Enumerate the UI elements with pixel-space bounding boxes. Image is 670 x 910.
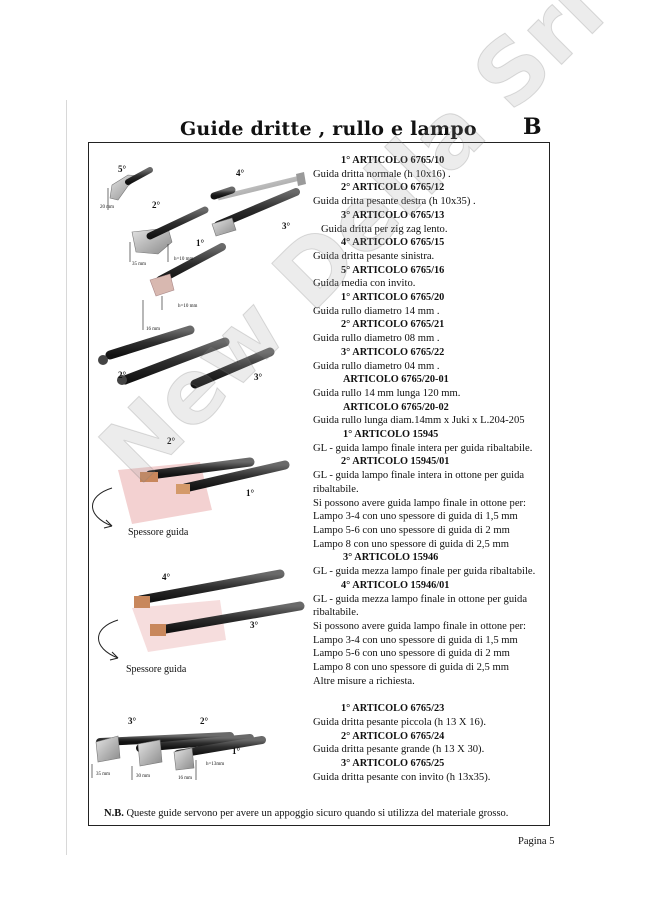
content-frame bbox=[88, 142, 550, 826]
page-margin-rule bbox=[66, 100, 67, 855]
article-description: Altre misure a richiesta. bbox=[313, 675, 415, 687]
article-heading: 5° ARTICOLO 6765/16 bbox=[341, 264, 445, 276]
article-heading: ARTICOLO 6765/20-02 bbox=[343, 401, 449, 413]
fig5-dim-16mm: 16 mm bbox=[178, 776, 193, 781]
fig4-label-3: 3° bbox=[250, 620, 259, 630]
article-heading: 2° ARTICOLO 6765/24 bbox=[341, 730, 445, 742]
fig1-dim-h10b: h=10 mm bbox=[178, 304, 198, 309]
fig4-caption: Spessore guida bbox=[126, 664, 187, 675]
article-description: Guida dritta pesante destra (h 10x35) . bbox=[313, 196, 476, 208]
fig3-label-1: 1° bbox=[246, 488, 255, 498]
article-description: Guida dritta pesante grande (h 13 X 30). bbox=[313, 744, 485, 756]
section-letter: B bbox=[523, 114, 542, 140]
article-heading: 4° ARTICOLO 15946/01 bbox=[341, 579, 450, 591]
fig1-dim-20mm: 20 mm bbox=[100, 205, 115, 210]
fig3-caption: Spessore guida bbox=[128, 527, 189, 538]
fig1-label-3: 3° bbox=[282, 221, 291, 231]
guide-4-illustration bbox=[210, 172, 306, 201]
article-heading: ARTICOLO 6765/20-01 bbox=[343, 374, 449, 386]
guide-1-illustration bbox=[142, 243, 226, 330]
page-title: Guide dritte , rullo e lampo bbox=[180, 118, 477, 140]
fig1-label-5: 5° bbox=[118, 164, 127, 174]
footnote: N.B. Queste guide servono per avere un a… bbox=[104, 808, 508, 819]
article-heading: 1° ARTICOLO 6765/20 bbox=[341, 292, 445, 304]
guide-2-illustration bbox=[129, 206, 209, 262]
roller-guide-2-illustration bbox=[117, 337, 230, 385]
roller-guide-1-illustration bbox=[98, 325, 195, 365]
article-heading: 3° ARTICOLO 6765/13 bbox=[341, 209, 445, 221]
article-description: Si possono avere guida lampo finale in o… bbox=[313, 497, 527, 509]
article-description: GL - guida lampo finale intera in ottone… bbox=[313, 470, 525, 482]
article-heading: 2° ARTICOLO 6765/12 bbox=[341, 182, 445, 194]
article-description: Guida rullo 14 mm lunga 120 mm. bbox=[313, 387, 461, 399]
article-description: Lampo 5-6 con uno spessore di guida di 2… bbox=[313, 648, 510, 660]
fig3-label-2: 2° bbox=[167, 436, 176, 446]
article-heading: 1° ARTICOLO 6765/10 bbox=[341, 155, 445, 166]
footnote-text: Queste guide servono per avere un appogg… bbox=[123, 808, 509, 819]
roller-guide-3-illustration bbox=[190, 347, 275, 389]
article-heading: 3° ARTICOLO 6765/25 bbox=[341, 757, 445, 769]
heavy-guide-set-illustration bbox=[91, 732, 266, 780]
article-description: Guida dritta normale (h 10x16) . bbox=[313, 168, 451, 180]
article-description: ribaltabile. bbox=[313, 607, 359, 619]
article-description: GL - guida mezza lampo finale in ottone … bbox=[313, 593, 528, 605]
article-description: Guida media con invito. bbox=[313, 278, 416, 290]
article-description: Lampo 3-4 con uno spessore di guida di 1… bbox=[313, 634, 518, 646]
article-heading: 1° ARTICOLO 15945 bbox=[343, 429, 439, 441]
fig1-label-1: 1° bbox=[196, 238, 205, 248]
article-description: Guida rullo diametro 14 mm . bbox=[313, 305, 440, 317]
article-description: Lampo 5-6 con uno spessore di guida di 2… bbox=[313, 524, 510, 536]
article-description: Guida rullo diametro 08 mm . bbox=[313, 333, 440, 345]
fig5-dim-h13: h=13mm bbox=[206, 762, 225, 767]
article-description: Guida dritta pesante piccola (h 13 X 16)… bbox=[313, 716, 486, 728]
article-heading: 2° ARTICOLO 15945/01 bbox=[341, 456, 450, 468]
article-description: Lampo 8 con uno spessore di guida di 2,5… bbox=[313, 538, 509, 550]
fig4-label-4: 4° bbox=[162, 572, 171, 582]
half-zipper-guide-illustration bbox=[132, 569, 305, 652]
footnote-prefix: N.B. bbox=[104, 808, 124, 819]
fig1-dim-h10a: h=10 mm bbox=[174, 257, 194, 262]
article-description: GL - guida lampo finale intera per guida… bbox=[313, 442, 533, 454]
guide-5-illustration bbox=[107, 167, 153, 210]
fig1-label-2: 2° bbox=[152, 200, 161, 210]
fig1-dim-16mm: 16 mm bbox=[146, 327, 161, 332]
spessore-arrow-2 bbox=[98, 619, 119, 661]
guide-3-illustration bbox=[211, 188, 300, 237]
fig2-label-3: 3° bbox=[254, 372, 263, 382]
article-description: Guida rullo lunga diam.14mm x Juki x L.2… bbox=[313, 415, 525, 427]
article-description: Si possono avere guida lampo finale in o… bbox=[313, 620, 527, 632]
fig5-label-3: 3° bbox=[128, 716, 137, 726]
article-description: Guida dritta pesante con invito (h 13x35… bbox=[313, 771, 491, 783]
article-description: Guida dritta pesante sinistra. bbox=[313, 250, 435, 262]
fig5-label-1: 1° bbox=[232, 746, 241, 756]
article-description: GL - guida mezza lampo finale per guida … bbox=[313, 566, 536, 578]
zipper-guide-fabric-illustration bbox=[118, 457, 290, 524]
fig5-dim-35mm: 35 mm bbox=[96, 772, 111, 777]
article-description: Guida rullo diametro 04 mm . bbox=[313, 360, 440, 372]
fig1-label-4: 4° bbox=[236, 168, 245, 178]
fig5-dim-30mm: 30 mm bbox=[136, 774, 151, 779]
article-heading: 1° ARTICOLO 6765/23 bbox=[341, 703, 445, 715]
fig1-dim-35mm: 35 mm bbox=[132, 262, 147, 267]
article-heading: 4° ARTICOLO 6765/15 bbox=[341, 237, 445, 249]
article-heading: 3° ARTICOLO 15946 bbox=[343, 552, 439, 564]
article-heading: 2° ARTICOLO 6765/21 bbox=[341, 319, 445, 331]
fig2-label-2: 2° bbox=[118, 370, 127, 380]
article-heading: 3° ARTICOLO 6765/22 bbox=[341, 346, 445, 358]
article-description: Lampo 8 con uno spessore di guida di 2,5… bbox=[313, 662, 509, 674]
page-number: Pagina 5 bbox=[518, 836, 555, 847]
article-description: ribaltabile. bbox=[313, 483, 359, 495]
spessore-arrow-1 bbox=[92, 487, 113, 529]
fig5-label-2: 2° bbox=[200, 716, 209, 726]
article-description: Guida dritta per zig zag lento. bbox=[321, 223, 448, 235]
article-description: Lampo 3-4 con uno spessore di guida di 1… bbox=[313, 511, 518, 523]
